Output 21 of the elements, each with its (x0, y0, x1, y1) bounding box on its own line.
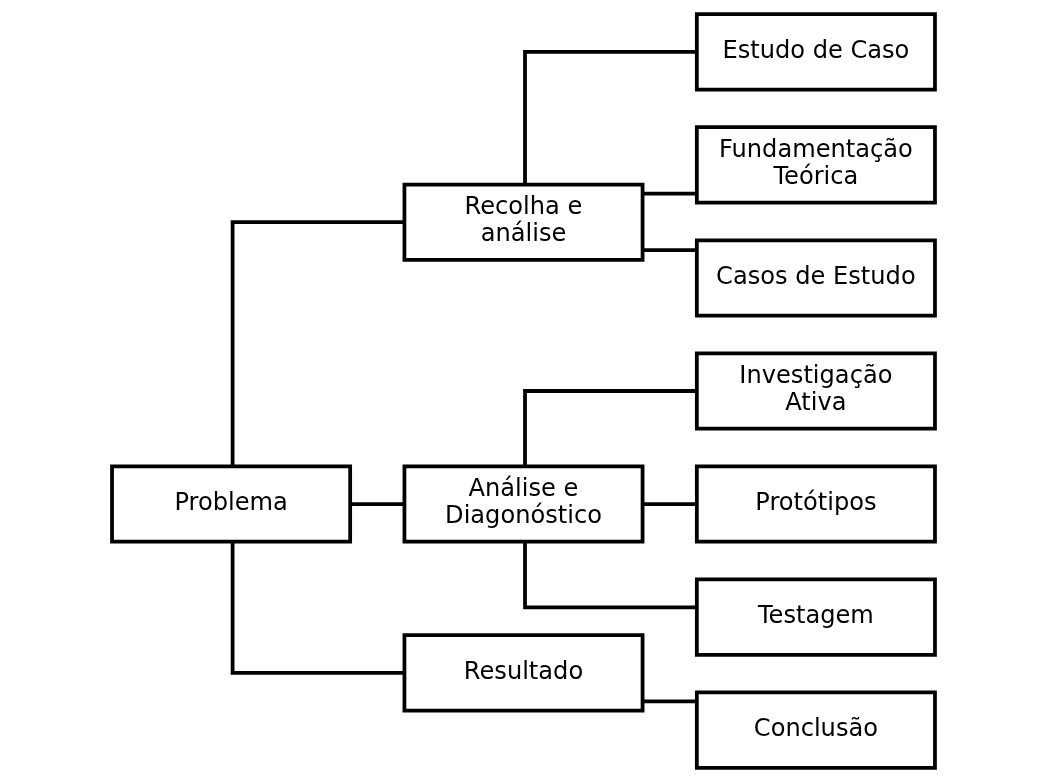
node-box: Problema (110, 464, 353, 544)
connector (642, 502, 697, 506)
connector (642, 699, 697, 704)
connector (642, 191, 697, 196)
connector (523, 50, 697, 185)
connector (642, 248, 697, 252)
node-box: Análise e Diagonóstico (402, 464, 645, 544)
node-box: Protótipos (694, 464, 937, 544)
connector (230, 541, 405, 675)
connector (523, 541, 697, 610)
node-box: Fundamentação Teórica (694, 125, 937, 205)
connector (523, 389, 697, 466)
node-box: Casos de Estudo (694, 238, 937, 318)
node-box: Conclusão (694, 690, 937, 770)
node-box: Resultado (402, 633, 645, 713)
connector (230, 220, 405, 467)
node-box: Recolha e análise (402, 182, 645, 262)
connector (350, 502, 405, 506)
node-box: Estudo de Caso (694, 12, 937, 92)
node-box: Testagem (694, 577, 937, 657)
node-box: Investigação Ativa (694, 351, 937, 431)
